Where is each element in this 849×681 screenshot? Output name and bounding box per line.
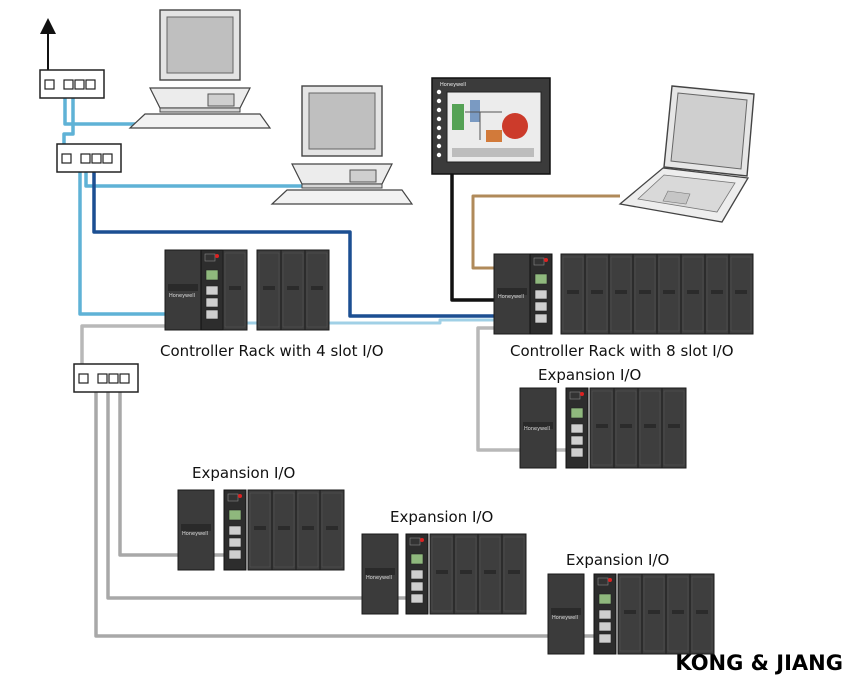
watermark: KONG & JIANG — [675, 651, 843, 675]
network-switch-icon — [39, 69, 105, 99]
hmi-brand: Honeywell — [440, 82, 466, 88]
expansion-label: Expansion I/O — [538, 366, 641, 384]
module-brand: Honeywell — [182, 531, 208, 537]
network-switch-icon — [56, 143, 122, 173]
rack-8-slot-label: Controller Rack with 8 slot I/O — [510, 342, 734, 360]
module-brand: Honeywell — [498, 294, 524, 300]
expansion-io-right: Expansion I/O Honeywell — [519, 366, 687, 469]
module-brand: Honeywell — [366, 575, 392, 581]
cable-switch2-rack8-blue — [92, 172, 545, 318]
controller-rack-4-slot: Honeywell Controller Rack with 4 slot I/… — [160, 249, 384, 360]
controller-rack-8-slot: Honeywell Controller Rack with 8 slot I/… — [493, 253, 754, 360]
laptop-icon — [618, 85, 755, 223]
cable-rack4-switch3 — [80, 324, 205, 370]
expansion-io-bottom: Expansion I/O Honeywell — [547, 551, 715, 655]
network-switch-icon — [73, 363, 139, 393]
module-brand: Honeywell — [552, 615, 578, 621]
expansion-label: Expansion I/O — [390, 508, 493, 526]
expansion-io-left: Expansion I/O Honeywell — [177, 464, 345, 571]
desktop-computer-icon — [129, 9, 271, 129]
expansion-label: Expansion I/O — [192, 464, 295, 482]
cable-switch3-expansion-bottom — [94, 390, 598, 638]
rack-4-slot-label: Controller Rack with 4 slot I/O — [160, 342, 384, 360]
cable-switch2-rack4 — [78, 172, 205, 316]
expansion-io-middle: Expansion I/O Honeywell — [361, 508, 527, 615]
cables — [47, 36, 620, 638]
upstream-arrow-icon — [40, 18, 56, 70]
module-brand: Honeywell — [169, 293, 195, 299]
expansion-label: Expansion I/O — [566, 551, 669, 569]
hmi-panel-icon: Honeywell — [431, 77, 551, 175]
module-brand: Honeywell — [524, 426, 550, 432]
cable-switch2-pc2 — [84, 172, 340, 188]
cable-switch3-expansion-mid — [106, 390, 410, 600]
